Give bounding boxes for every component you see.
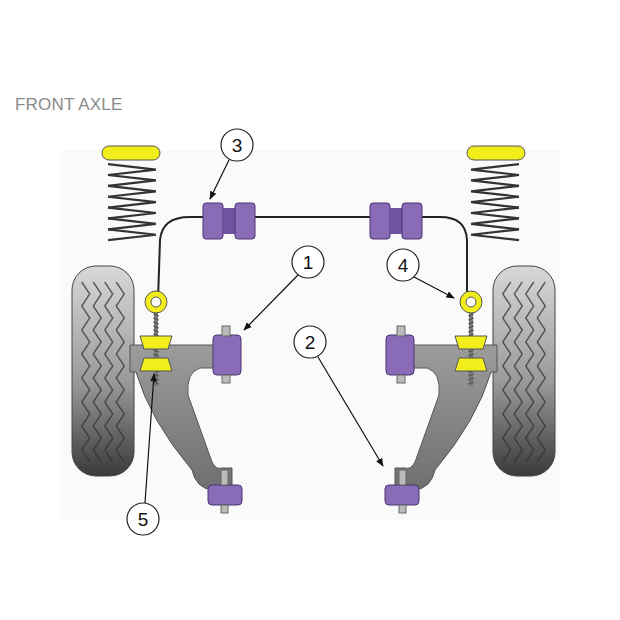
tyre-tread <box>82 282 125 462</box>
drop-link-bushing <box>140 336 172 349</box>
bolt <box>221 470 228 485</box>
rear-arm-bushing <box>208 485 242 505</box>
right-side-mirror <box>385 146 555 513</box>
diagram-title: FRONT AXLE <box>15 95 123 115</box>
callout-circles <box>127 129 419 535</box>
callout-number: 4 <box>398 256 409 275</box>
bolt <box>222 375 230 383</box>
callout-number: 2 <box>305 333 316 352</box>
callout-number: 5 <box>138 510 149 529</box>
background-shade <box>60 150 560 520</box>
drop-link-bushing <box>140 358 172 371</box>
coil-spring <box>108 164 156 240</box>
drop-link-eye <box>145 291 167 313</box>
spring-seat <box>102 146 160 160</box>
bolt <box>222 326 230 336</box>
tyre <box>72 266 134 476</box>
callout-number: 3 <box>232 136 243 155</box>
bolt <box>221 505 228 513</box>
leader-lines <box>145 160 454 503</box>
callout-number: 1 <box>303 253 314 272</box>
anti-roll-bar-bushing <box>203 203 422 239</box>
front-arm-bushing <box>213 335 241 375</box>
